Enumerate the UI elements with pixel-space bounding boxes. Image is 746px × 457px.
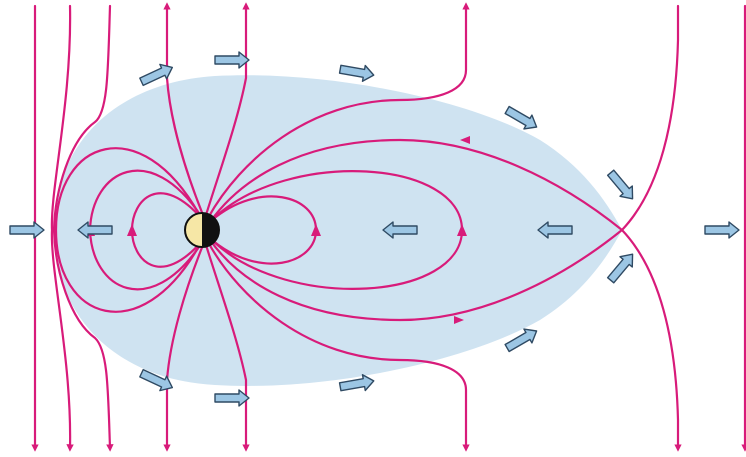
planet-icon: [185, 213, 219, 247]
